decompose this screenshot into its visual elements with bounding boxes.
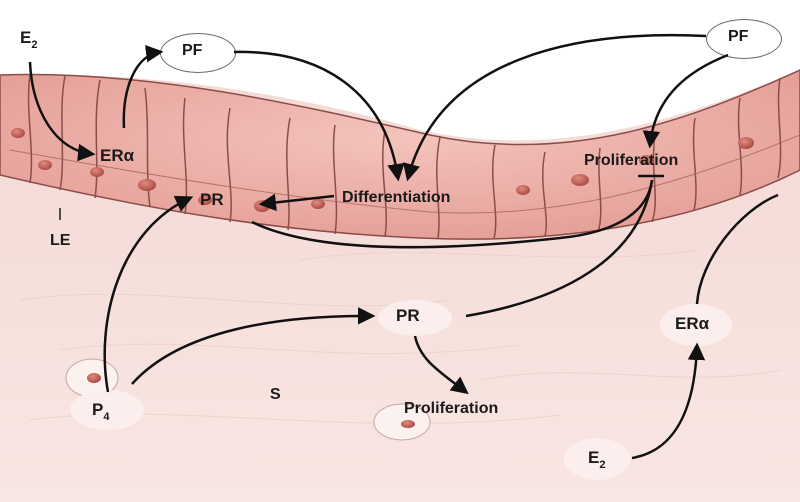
era-stroma-label: ERα [675,314,710,333]
arrow-era-stroma-up [695,193,779,305]
pr-stroma-halo [378,300,452,336]
e2-top-halo [8,22,52,60]
stroma-cell-p4-nucleus [87,373,101,383]
arrow-p4-to-pr-epi [103,195,194,393]
e2-bottom-halo [564,438,630,480]
arrow-pr-to-proliferation-stroma [413,335,469,395]
stroma-s-label: S [270,386,281,403]
pf-right-label: PF [728,28,749,45]
differentiation-label: Differentiation [342,189,451,206]
arrow-e2-to-era [28,61,96,162]
arrow-pf-left-to-differentiation [233,50,405,182]
arrow-pf-right-to-differentiation [403,33,707,182]
arrow-differentiation-to-pr [258,193,335,212]
arrow-e2-to-era-stroma [631,342,706,460]
pf-left-oval [160,33,236,73]
pr-stroma-label: PR [396,306,420,325]
e2-bottom-label: E2 [588,448,606,471]
arrow-pf-right-to-proliferation [642,53,729,149]
e2-top-label: E2 [20,28,38,51]
p4-label: P4 [92,400,110,423]
p4-halo [70,390,144,430]
proliferation-epithelium-label: Proliferation [584,152,679,169]
pf-right-oval [706,19,782,59]
era-stroma-halo [660,304,732,346]
inhibit-pr-to-proliferation [251,179,654,249]
le-label: LE [50,232,71,249]
proliferation-stroma-label: Proliferation [404,400,499,417]
epithelial-nuclei [11,128,754,212]
era-epithelium-label: ERα [100,146,135,165]
arrow-pr-stroma-to-proliferation [465,179,654,318]
arrow-era-to-pf-left [122,45,164,129]
epithelial-apical-lines [9,134,800,214]
pr-epithelium-label: PR [200,190,224,209]
pf-left-label: PF [182,42,203,59]
stroma-cell-prolif-nucleus [401,420,415,428]
arrow-p4-to-pr-stroma [131,307,376,385]
